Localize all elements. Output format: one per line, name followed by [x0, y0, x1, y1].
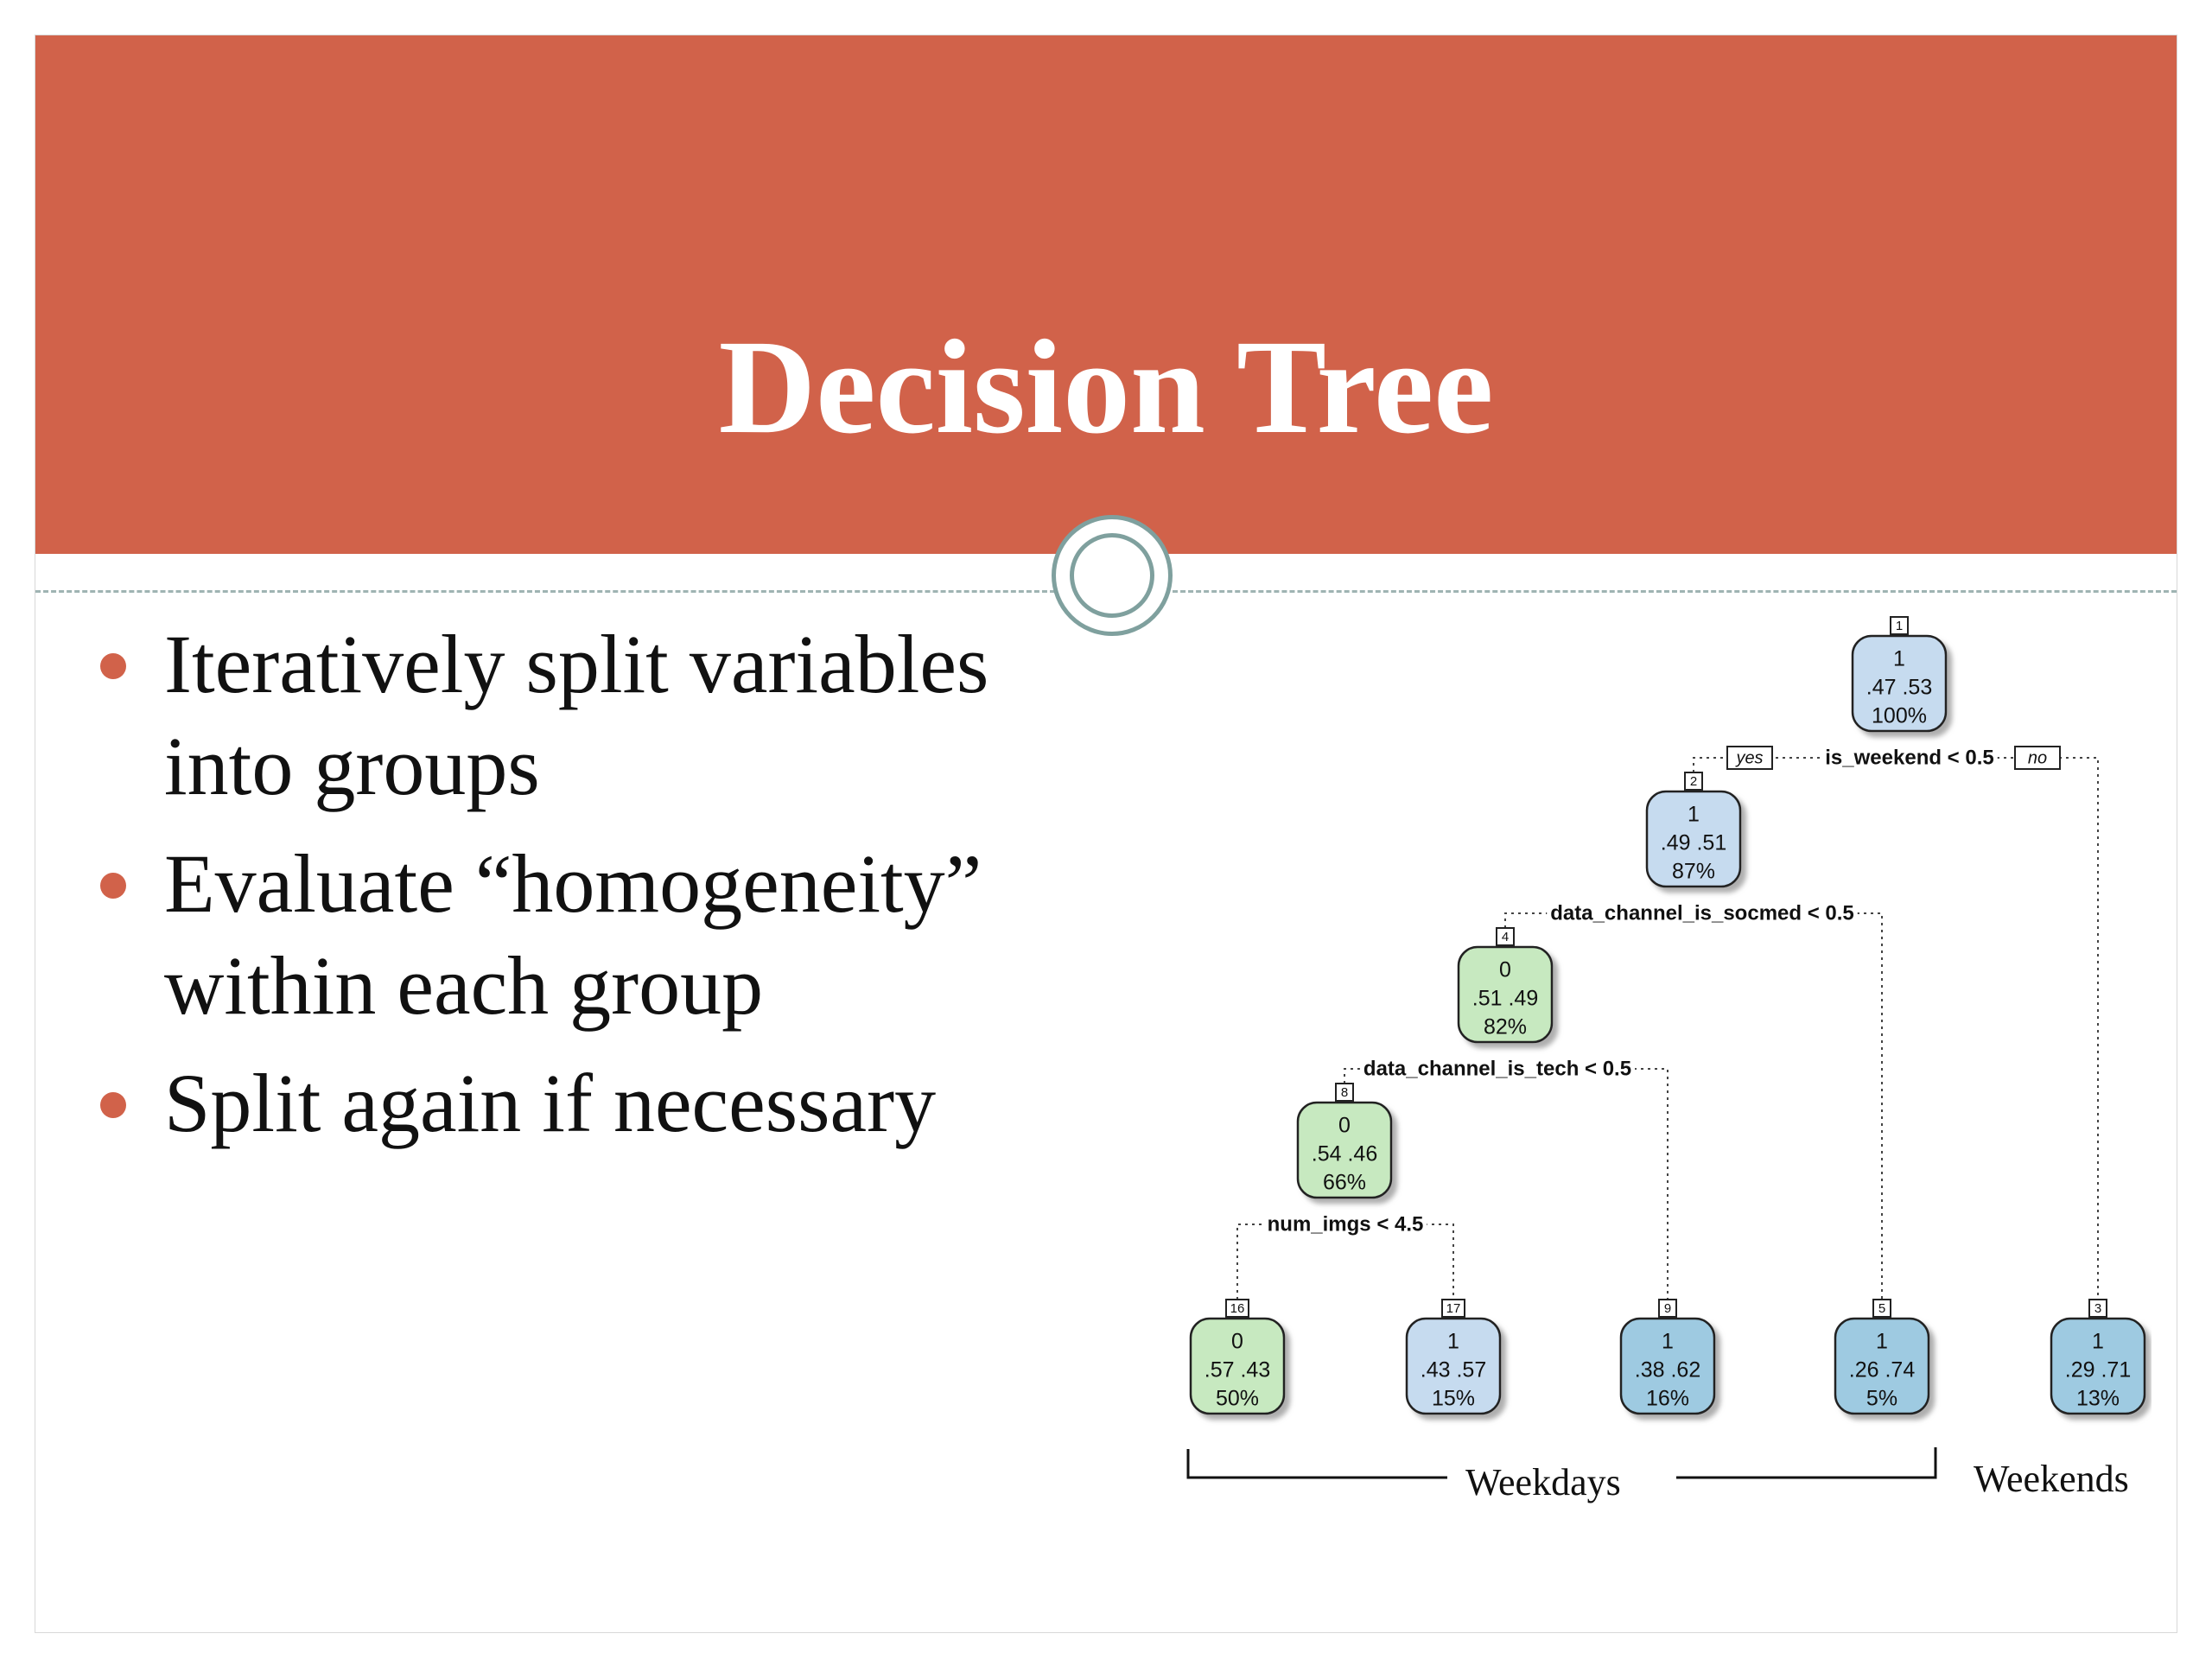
node-probs: .26 .74 — [1849, 1358, 1916, 1382]
bullet-dot-icon — [100, 873, 126, 899]
bullet-text: Split again if necessary — [164, 1057, 937, 1149]
node-id: 2 — [1690, 774, 1697, 789]
split-edge — [1693, 757, 2099, 1300]
node-percent: 87% — [1672, 860, 1715, 884]
split-label: data_channel_is_socmed < 0.5 — [1550, 901, 1854, 925]
node-percent: 13% — [2076, 1387, 2120, 1411]
node-class: 1 — [1662, 1330, 1674, 1354]
split-label: num_imgs < 4.5 — [1268, 1212, 1424, 1236]
no-tag — [2014, 746, 2061, 770]
split-label: data_channel_is_tech < 0.5 — [1363, 1057, 1631, 1080]
yes-tag-label: yes — [1734, 748, 1763, 767]
weekdays-bracket-right — [1676, 1447, 1937, 1479]
split-label-bg — [1821, 744, 1998, 772]
node-id-tag — [1225, 1299, 1249, 1318]
tree-node-box — [1834, 1317, 1930, 1415]
node-id-tag — [1684, 772, 1703, 791]
node-id-tag — [1496, 927, 1515, 946]
divider-right — [1173, 590, 2177, 593]
node-percent: 100% — [1872, 704, 1927, 728]
split-label-bg — [1359, 1055, 1636, 1083]
split-label: is_weekend < 0.5 — [1825, 746, 1993, 769]
node-percent: 50% — [1216, 1387, 1259, 1411]
node-id: 1 — [1896, 619, 1903, 633]
bullet-item: Evaluate “homogeneity” within each group — [95, 833, 1046, 1037]
node-id: 4 — [1502, 930, 1509, 944]
node-id: 16 — [1230, 1301, 1245, 1316]
node-class: 0 — [1231, 1330, 1243, 1354]
node-probs: .47 .53 — [1866, 676, 1932, 700]
tree-node-box — [1457, 945, 1554, 1044]
node-probs: .51 .49 — [1472, 987, 1538, 1011]
node-class: 1 — [2092, 1330, 2104, 1354]
node-id-tag — [1890, 616, 1909, 635]
decision-tree: is_weekend < 0.5 data_channel_is_socmed <… — [1186, 616, 2146, 1479]
node-class: 1 — [1688, 803, 1700, 827]
node-id: 17 — [1446, 1301, 1461, 1316]
node-probs: .57 .43 — [1205, 1358, 1270, 1382]
node-id: 9 — [1664, 1301, 1671, 1316]
bullet-text: Evaluate “homogeneity” within each group — [164, 837, 982, 1032]
split-label-bg — [1547, 899, 1858, 927]
bullet-item: Iteratively split variables into groups — [95, 613, 1046, 817]
node-probs: .54 .46 — [1312, 1142, 1377, 1166]
node-id-tag — [1658, 1299, 1677, 1318]
node-probs: .38 .62 — [1635, 1358, 1700, 1382]
bullet-dot-icon — [100, 1092, 126, 1118]
split-label-bg — [1263, 1211, 1427, 1238]
tree-node-box — [1619, 1317, 1716, 1415]
tree-node-box — [1405, 1317, 1502, 1415]
node-percent: 16% — [1646, 1387, 1689, 1411]
node-id-tag — [1872, 1299, 1891, 1318]
tree-node-box — [1851, 634, 1948, 733]
node-class: 1 — [1876, 1330, 1888, 1354]
bullet-dot-icon — [100, 653, 126, 679]
tree-node-box — [2050, 1317, 2146, 1415]
tree-node-box — [1645, 790, 1742, 888]
split-edge — [1344, 1068, 1669, 1300]
node-probs: .29 .71 — [2065, 1358, 2131, 1382]
node-percent: 5% — [1866, 1387, 1897, 1411]
node-id-tag — [1335, 1083, 1354, 1102]
node-percent: 82% — [1484, 1015, 1527, 1039]
bullet-item: Split again if necessary — [95, 1052, 1046, 1154]
node-percent: 66% — [1323, 1171, 1366, 1195]
node-class: 1 — [1893, 647, 1905, 671]
title-banner — [35, 35, 2177, 554]
tree-node-box — [1189, 1317, 1286, 1415]
node-probs: .49 .51 — [1661, 831, 1726, 855]
divider-left — [35, 590, 1055, 593]
node-class: 0 — [1338, 1114, 1351, 1138]
node-probs: .43 .57 — [1421, 1358, 1486, 1382]
weekdays-label: Weekdays — [1453, 1460, 1633, 1504]
node-class: 0 — [1499, 958, 1511, 982]
bullet-text: Iteratively split variables into groups — [164, 618, 989, 812]
bullet-list: Iteratively split variables into groups … — [95, 613, 1046, 1170]
no-tag-label: no — [2028, 748, 2047, 767]
node-id: 5 — [1878, 1301, 1885, 1316]
node-id-tag — [2088, 1299, 2107, 1318]
node-id-tag — [1441, 1299, 1465, 1318]
ring-ornament — [1052, 515, 1173, 636]
node-percent: 15% — [1432, 1387, 1475, 1411]
weekends-label: Weekends — [1961, 1457, 2141, 1501]
node-id: 8 — [1341, 1085, 1348, 1100]
weekdays-bracket-left — [1186, 1449, 1447, 1479]
yes-tag — [1726, 746, 1773, 770]
slide-title: Decision Tree — [718, 312, 1494, 461]
split-edge — [1504, 912, 1883, 1300]
node-id: 3 — [2094, 1301, 2101, 1316]
tree-node-box — [1296, 1101, 1393, 1199]
node-class: 1 — [1447, 1330, 1459, 1354]
